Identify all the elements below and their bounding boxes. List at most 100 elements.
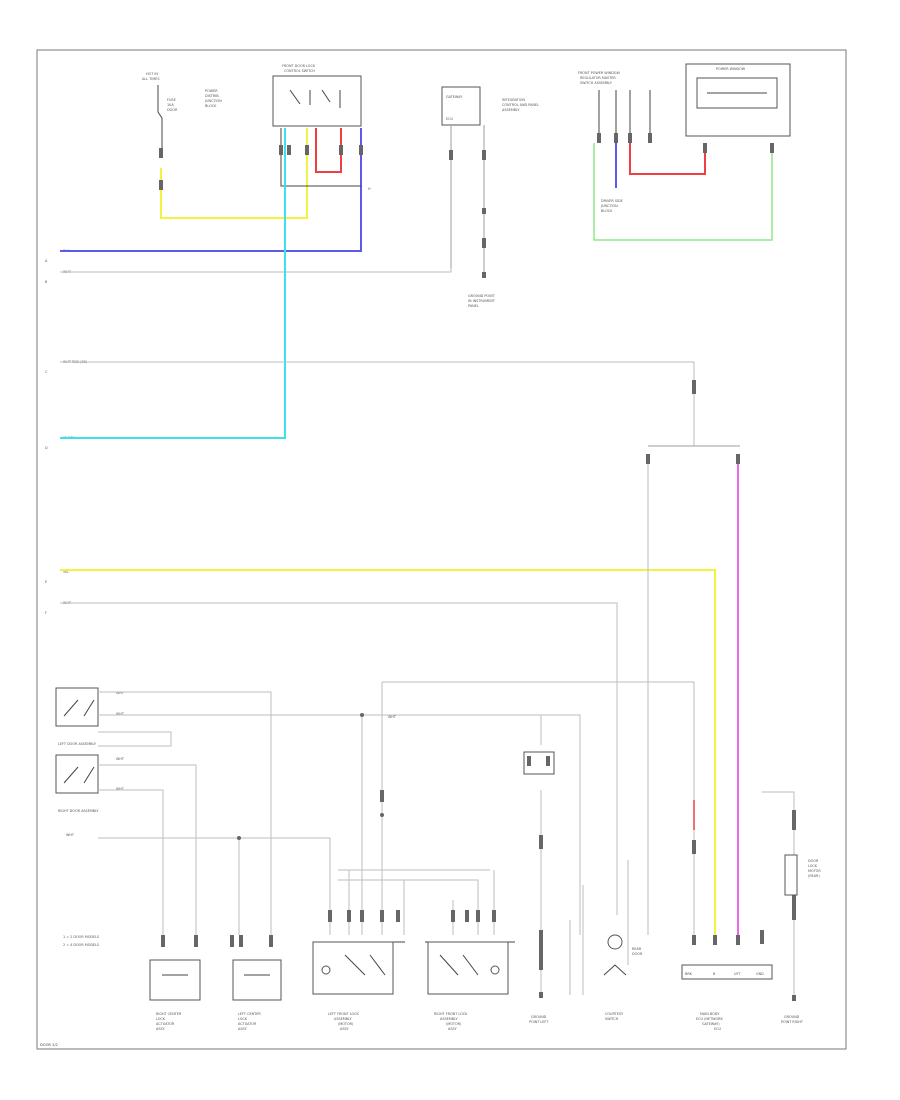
- svg-text:POWER: POWER: [205, 89, 218, 93]
- svg-text:LEFT FRONT LOCK: LEFT FRONT LOCK: [328, 1012, 360, 1016]
- lock-assembly-rf: RIGHT FRONT LOCK ASSEMBLY (MOTOR) ASSY: [425, 910, 515, 1031]
- green-note: DRIVER SIDE JUNCTION BLOCK: [600, 199, 623, 213]
- svg-text:2 = 4 DOOR MODELS: 2 = 4 DOOR MODELS: [63, 943, 99, 947]
- small-fuse-label: FUSE 10A DOOR: [167, 98, 178, 112]
- svg-text:CONTROL AND PANEL: CONTROL AND PANEL: [502, 103, 539, 107]
- svg-text:GROUND: GROUND: [784, 1015, 800, 1019]
- svg-text:PANEL: PANEL: [468, 304, 479, 308]
- svg-text:GROUND POINT: GROUND POINT: [468, 294, 496, 298]
- fuse-pin: [159, 148, 163, 158]
- row-label-yel: YEL E: [45, 570, 69, 584]
- svg-text:10A: 10A: [167, 103, 174, 107]
- svg-text:UFT: UFT: [734, 972, 741, 976]
- svg-text:LEFT CENTER: LEFT CENTER: [238, 1012, 261, 1016]
- hot-in-all-times: HOT IN ALL TIMES: [142, 72, 159, 81]
- wire-blue: [60, 128, 362, 252]
- wire-wht-red: [60, 361, 695, 446]
- door-lock-control-switch: FRONT DOOR LOCK CONTROL SWITCH: [272, 64, 362, 127]
- left-door-assembly: LEFT DOOR ASSEMBLY: [55, 687, 99, 746]
- svg-text:B: B: [713, 972, 716, 976]
- rear-door-courtesy-switch: REAR DOOR COURTESY SWITCH: [603, 934, 643, 1021]
- lower-grid-wires: [98, 681, 795, 998]
- svg-text:1 = 2 DOOR MODELS: 1 = 2 DOOR MODELS: [63, 935, 99, 939]
- svg-text:ASSY: ASSY: [448, 1027, 458, 1031]
- right-door-assembly: RIGHT DOOR ASSEMBLY: [55, 754, 100, 813]
- svg-text:WHT: WHT: [116, 787, 125, 791]
- svg-text:LOCK: LOCK: [238, 1017, 248, 1021]
- svg-text:IN INSTRUMENT: IN INSTRUMENT: [468, 299, 496, 303]
- svg-text:SWITCH ASSEMBLY: SWITCH ASSEMBLY: [580, 81, 613, 85]
- svg-text:ECU: ECU: [446, 117, 454, 121]
- wire-red-top: [315, 128, 342, 173]
- svg-text:REAR: REAR: [632, 947, 642, 951]
- svg-text:WHT: WHT: [116, 757, 125, 761]
- svg-text:MOTOR: MOTOR: [808, 869, 821, 873]
- svg-text:HOT IN: HOT IN: [146, 72, 158, 76]
- svg-text:YEL: YEL: [63, 570, 69, 574]
- power-window-box: POWER WINDOW: [685, 63, 791, 137]
- svg-text:JUNCTION: JUNCTION: [600, 204, 618, 208]
- svg-text:H: H: [368, 187, 371, 191]
- svg-text:DOOR: DOOR: [632, 952, 643, 956]
- ground-top-label: GROUND POINT IN INSTRUMENT PANEL: [468, 294, 496, 308]
- svg-text:GATEWAY): GATEWAY): [702, 1022, 720, 1026]
- svg-text:REGULATOR MASTER: REGULATOR MASTER: [580, 76, 616, 80]
- svg-text:RIGHT DOOR ASSEMBLY: RIGHT DOOR ASSEMBLY: [58, 809, 100, 813]
- svg-text:ACTUATOR: ACTUATOR: [238, 1022, 257, 1026]
- svg-text:ACTUATOR: ACTUATOR: [156, 1022, 175, 1026]
- wire-yellow-top: [160, 128, 308, 219]
- lock-actuator-rl: RIGHT CENTER LOCK ACTUATOR ASSY: [149, 935, 201, 1031]
- svg-text:GROUND: GROUND: [531, 1015, 547, 1019]
- connector-box-a: [523, 751, 555, 775]
- svg-text:A: A: [45, 259, 48, 263]
- ground-bottom-right: GROUND POINT RIGHT: [781, 1015, 804, 1024]
- svg-text:DOOR: DOOR: [167, 108, 178, 112]
- svg-text:(MOTOR): (MOTOR): [338, 1022, 354, 1026]
- main-body-ecu: BRK B UFT GND MAIN BODY ECU (NETWORK GAT…: [681, 964, 773, 1031]
- svg-text:WHT: WHT: [388, 715, 397, 719]
- svg-text:INTEGRATION: INTEGRATION: [502, 98, 525, 102]
- svg-text:ASSEMBLY: ASSEMBLY: [440, 1017, 458, 1021]
- svg-text:GATEWAY: GATEWAY: [446, 95, 463, 99]
- svg-text:ALL TIMES: ALL TIMES: [142, 77, 159, 81]
- svg-text:B: B: [45, 280, 48, 284]
- hot-feed-wire: [157, 85, 163, 150]
- svg-text:LOCK: LOCK: [808, 864, 818, 868]
- svg-text:DISTRIB.: DISTRIB.: [205, 94, 220, 98]
- svg-text:FRONT DOOR LOCK: FRONT DOOR LOCK: [282, 64, 316, 68]
- svg-text:ASSEMBLY: ASSEMBLY: [334, 1017, 352, 1021]
- svg-text:COURTESY: COURTESY: [605, 1012, 624, 1016]
- svg-text:ASSY: ASSY: [238, 1027, 248, 1031]
- svg-text:ASSY: ASSY: [340, 1027, 350, 1031]
- svg-text:LOCK: LOCK: [156, 1017, 166, 1021]
- wire-green: [593, 143, 773, 241]
- fuse-note: POWER DISTRIB. JUNCTION BLOCK: [204, 89, 222, 108]
- wire-cyan: [60, 128, 286, 439]
- svg-text:FUSE: FUSE: [167, 98, 176, 102]
- svg-text:ASSY: ASSY: [156, 1027, 166, 1031]
- svg-text:ASSEMBLY: ASSEMBLY: [502, 108, 520, 112]
- svg-text:(MOTOR): (MOTOR): [446, 1022, 462, 1026]
- svg-text:BLOCK: BLOCK: [601, 209, 613, 213]
- svg-text:E: E: [45, 580, 47, 584]
- ground-bottom-left: GROUND POINT LEFT: [529, 1015, 549, 1024]
- lock-assembly-lf: LEFT FRONT LOCK ASSEMBLY (MOTOR) ASSY: [312, 910, 405, 1031]
- svg-text:WHT: WHT: [116, 691, 125, 695]
- diagram-frame: [36, 49, 847, 1050]
- svg-text:(REAR): (REAR): [808, 874, 820, 878]
- svg-text:F: F: [45, 611, 47, 615]
- svg-text:POINT RIGHT: POINT RIGHT: [781, 1020, 804, 1024]
- power-window-switch-label: FRONT POWER WINDOW REGULATOR MASTER SWIT…: [578, 71, 620, 85]
- svg-text:WHT: WHT: [66, 833, 75, 837]
- switch-leads: [280, 128, 361, 187]
- pw-switch-leads: [598, 90, 651, 140]
- svg-text:GND: GND: [756, 972, 764, 976]
- wire-yellow-long: [60, 569, 716, 940]
- svg-text:DRIVER SIDE: DRIVER SIDE: [601, 199, 623, 203]
- wire-wht-top: [60, 268, 452, 273]
- lock-actuator-ll: LEFT CENTER LOCK ACTUATOR ASSY: [230, 935, 282, 1031]
- svg-text:CONTROL SWITCH: CONTROL SWITCH: [284, 69, 315, 73]
- svg-text:LEFT DOOR ASSEMBLY: LEFT DOOR ASSEMBLY: [58, 742, 97, 746]
- svg-text:C: C: [45, 370, 48, 374]
